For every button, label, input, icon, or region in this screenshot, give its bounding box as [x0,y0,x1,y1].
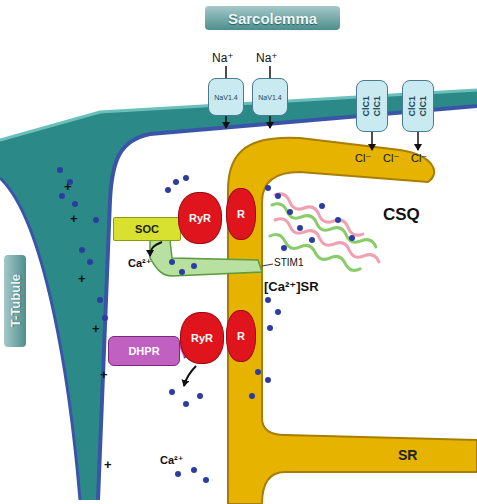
chloride-channel: ClC1ClC1 [356,80,388,132]
ion-label: Ca²⁺ [128,258,152,269]
ion-label: Cl⁻ [411,153,427,164]
title-banner: T-Tubule [4,255,26,347]
node-label: NaV1.4 [258,94,281,101]
charge-sign: + [78,272,86,285]
node-label: SOC [135,224,159,235]
ryanodine-receptor: RyR [178,192,222,244]
sodium-channel: NaV1.4 [252,78,288,116]
charge-sign: + [104,458,112,471]
calsequestrin-strands [269,191,381,272]
charge-sign: + [100,368,108,381]
ion-label: Na⁺ [212,52,234,64]
node-label: ClC1 [419,96,428,117]
membrane-lining [0,178,80,500]
node-label: DHPR [128,346,159,357]
stim1-shape [150,240,262,276]
sarcoplasmic-reticulum [228,138,477,504]
node-label: ClC1 [373,96,382,117]
soc-channel: SOC [113,217,181,241]
ion-label: Ca²⁺ [160,455,184,466]
ryanodine-receptor: R [226,310,256,362]
protein-label: CSQ [383,206,420,223]
node-label: ClC1 [408,96,417,117]
calcium-ions [57,167,355,483]
node-label: R [237,209,245,220]
sodium-channel: NaV1.4 [208,78,244,116]
node-label: R [237,331,245,342]
title-banner: Sarcolemma [205,6,340,30]
node-label: NaV1.4 [214,94,237,101]
protein-label: STIM1 [274,258,303,268]
charge-sign: + [70,212,78,225]
ryanodine-receptor: RyR [180,312,224,364]
charge-sign: + [92,322,100,335]
charge-sign: + [64,180,72,193]
ryanodine-receptor: R [226,188,256,240]
node-label: ClC1 [362,96,371,117]
concentration-label: [Ca²⁺]SR [264,280,319,293]
node-label: RyR [191,333,213,344]
chloride-channel: ClC1ClC1 [402,80,434,132]
node-label: RyR [189,213,211,224]
dhpr-channel: DHPR [108,336,180,366]
organelle-label: SR [398,448,417,462]
node-label: T-Tubule [9,274,22,327]
node-label: Sarcolemma [228,11,317,26]
ion-label: Cl⁻ [383,153,399,164]
ion-label: Cl⁻ [355,153,371,164]
flux-arrows [150,66,418,386]
ion-label: Na⁺ [256,52,278,64]
leader-line [262,264,273,266]
